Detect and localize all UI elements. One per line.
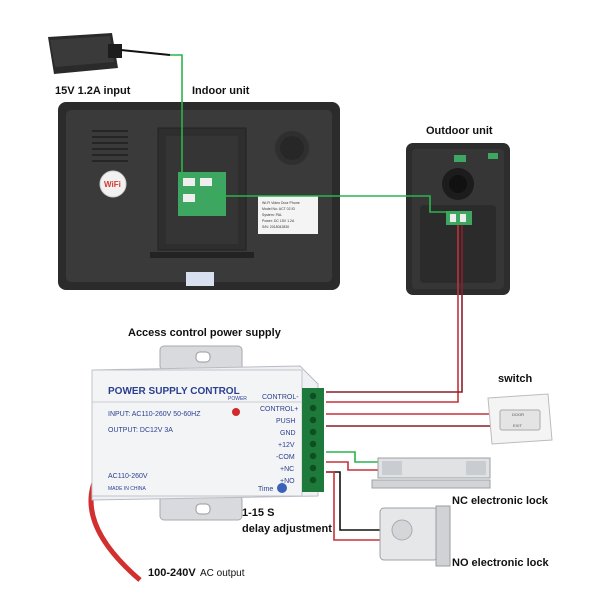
terminal-label: +NC [280, 466, 294, 473]
psu-output-spec: OUTPUT: DC12V 3A [108, 427, 173, 434]
wires [88, 54, 500, 582]
wifi-badge-text: WiFi [104, 180, 121, 189]
nc-lock-label: NC electronic lock [452, 495, 549, 507]
psu-input-spec: INPUT: AC110-260V 50-60HZ [108, 411, 201, 418]
outdoor-unit-label: Outdoor unit [426, 125, 493, 137]
indoor-unit [58, 102, 340, 290]
psu-time-label: Time [258, 486, 273, 493]
switch-top-text: DOOR [512, 412, 524, 417]
sticker-line: Power: DC 15V 1.2A [262, 219, 295, 223]
sticker-line: System: PAL [262, 213, 282, 217]
psu-ac-label: AC110-260V [108, 473, 148, 480]
switch-label: switch [498, 373, 533, 385]
terminal-label: -COM [276, 454, 295, 461]
nc-electronic-lock [371, 457, 491, 489]
sticker-line: Model No: ACT 02 ID [262, 207, 295, 211]
sticker-line: S/N: 2018042830 [262, 225, 289, 229]
terminal-label: CONTROL+ [260, 406, 298, 413]
terminal-label: CONTROL- [262, 394, 299, 401]
sticker-line: Wi-Fi Video Door Phone [262, 201, 300, 205]
ac-output-label: 100-240V [148, 567, 196, 579]
wifi-badge: WiFi [99, 170, 127, 198]
power-supply-unit [91, 345, 324, 521]
exit-switch [487, 393, 553, 445]
terminal-label: PUSH [276, 418, 295, 425]
terminal-label: +NO [280, 478, 295, 485]
terminal-label: GND [280, 430, 296, 437]
ac-output-suffix: AC output [200, 568, 245, 579]
no-lock-label: NO electronic lock [452, 557, 549, 569]
psu-label: Access control power supply [128, 327, 282, 339]
psu-title: POWER SUPPLY CONTROL [108, 386, 240, 397]
terminal-label: +12V [278, 442, 295, 449]
indoor-unit-label: Indoor unit [192, 85, 250, 97]
delay-adjust-line1: 1-15 S [242, 507, 274, 519]
terminal-labels: CONTROL- CONTROL+ PUSH GND +12V -COM +NC… [260, 394, 299, 485]
power-led-label: POWER [228, 396, 247, 402]
delay-adjust-line2: delay adjustment [242, 523, 332, 535]
no-electronic-lock [379, 505, 451, 567]
indoor-sticker: Wi-Fi Video Door Phone Model No: ACT 02 … [262, 201, 300, 229]
power-input-label: 15V 1.2A input [55, 85, 131, 97]
switch-bottom-text: EXIT [513, 423, 522, 428]
psu-made-in: MADE IN CHINA [108, 486, 146, 492]
outdoor-unit [406, 143, 510, 295]
power-adapter [48, 33, 171, 74]
